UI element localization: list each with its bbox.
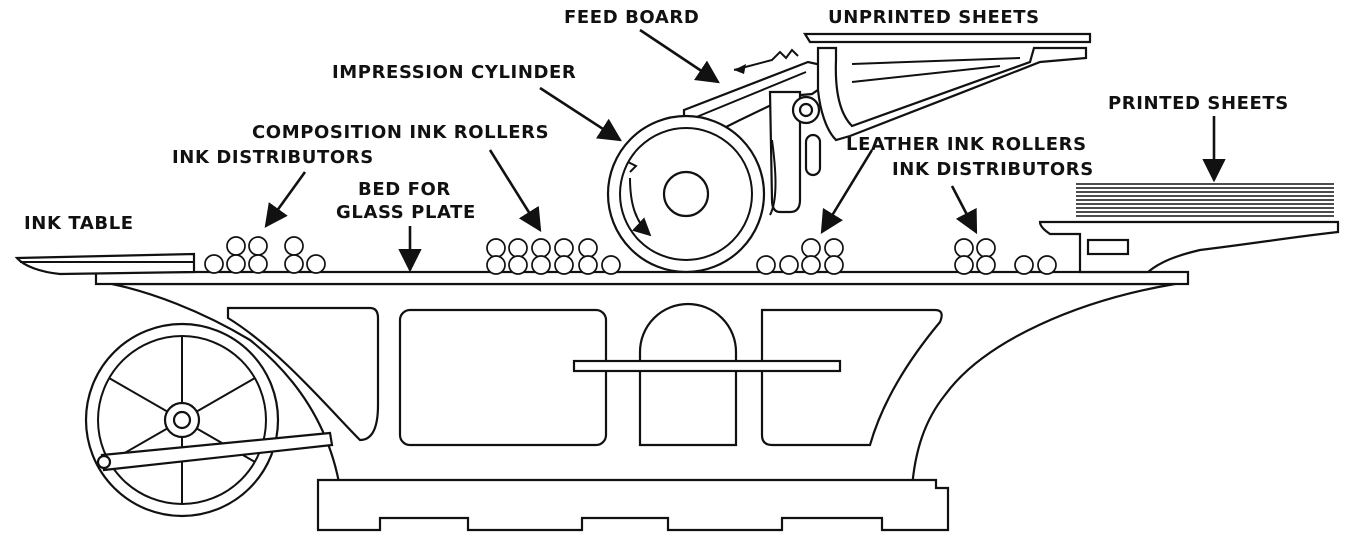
label-ink-distributors-left: INK DISTRIBUTORS xyxy=(172,147,374,168)
impression-cylinder-arrow xyxy=(539,86,622,142)
labels: FEED BOARD UNPRINTED SHEETS IMPRESSION C… xyxy=(24,7,1289,234)
ink-table-shape xyxy=(14,252,196,276)
label-bed-for-glass-plate-line2: GLASS PLATE xyxy=(336,202,476,223)
unprinted-sheets-tray xyxy=(803,32,1092,44)
composition-ink-rollers-group xyxy=(486,238,621,275)
label-printed-sheets: PRINTED SHEETS xyxy=(1108,93,1289,114)
label-leather-ink-rollers: LEATHER INK ROLLERS xyxy=(846,134,1087,155)
impression-cylinder xyxy=(606,114,766,274)
leather-ink-rollers-group xyxy=(756,238,844,275)
label-composition-ink-rollers: COMPOSITION INK ROLLERS xyxy=(252,122,549,143)
label-bed-for-glass-plate-line1: BED FOR xyxy=(358,179,451,200)
label-unprinted-sheets: UNPRINTED SHEETS xyxy=(828,7,1040,28)
feed-board-arrow xyxy=(639,28,720,84)
ink-distributors-right-arrow xyxy=(950,185,978,235)
composition-ink-rollers-arrow xyxy=(488,149,542,232)
ink-distributors-left-rollers xyxy=(204,236,326,274)
ink-distributors-right-rollers xyxy=(954,238,1057,275)
leader-arrows xyxy=(264,28,1226,273)
leather-ink-rollers-arrow xyxy=(820,149,874,234)
label-impression-cylinder: IMPRESSION CYLINDER xyxy=(332,62,576,83)
ink-distributors-left-arrow xyxy=(264,171,307,228)
flywheel xyxy=(84,322,334,518)
frame-openings xyxy=(226,302,943,447)
printed-sheets-tray xyxy=(1038,183,1340,274)
label-ink-table: INK TABLE xyxy=(24,213,134,234)
label-ink-distributors-right: INK DISTRIBUTORS xyxy=(892,159,1094,180)
label-feed-board: FEED BOARD xyxy=(564,7,699,28)
feed-mechanism xyxy=(682,46,1088,216)
